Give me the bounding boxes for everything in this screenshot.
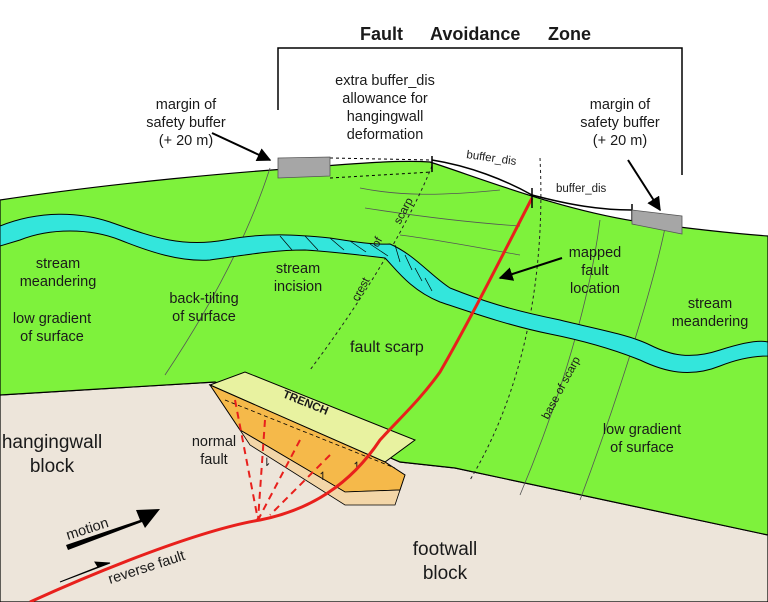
label-stream-meandering-left: stream meandering — [20, 256, 97, 290]
label-hangingwall-block: hangingwall block — [2, 432, 102, 477]
reverse-fault-line — [29, 197, 534, 602]
safety-buffer-left — [277, 156, 331, 179]
svg-text:margin of: margin of — [590, 97, 651, 113]
zone-bracket — [277, 47, 683, 175]
label-back-tilting: back-tilting of surface — [169, 291, 238, 325]
svg-text:hangingwall: hangingwall — [347, 109, 424, 125]
label-margin-left: margin of safety buffer (+ 20 m) — [146, 97, 226, 149]
label-fault-scarp: fault scarp — [350, 339, 424, 356]
extra-buffer-dashed-lower — [329, 171, 433, 179]
title-fault: Fault — [360, 24, 403, 44]
svg-text:mapped: mapped — [569, 245, 621, 261]
svg-text:(+ 20 m): (+ 20 m) — [159, 133, 213, 149]
surface-contours — [164, 167, 666, 501]
motion-arrow — [66, 509, 160, 550]
svg-text:location: location — [570, 281, 620, 297]
svg-text:hangingwall: hangingwall — [2, 432, 102, 453]
svg-text:meandering: meandering — [20, 274, 97, 290]
label-mapped-fault: mapped fault location — [569, 245, 621, 297]
label-stream-incision: stream incision — [274, 261, 322, 295]
label-footwall-block: footwall block — [413, 539, 477, 584]
incision-hatching — [279, 235, 433, 292]
svg-text:of surface: of surface — [610, 440, 674, 456]
svg-text:stream: stream — [688, 296, 732, 312]
svg-text:fault: fault — [581, 263, 608, 279]
svg-text:allowance for: allowance for — [342, 91, 428, 107]
svg-text:block: block — [423, 563, 468, 584]
extra-buffer-dashed — [329, 157, 433, 161]
svg-text:extra buffer_dis: extra buffer_dis — [335, 73, 435, 89]
svg-text:deformation: deformation — [347, 127, 424, 143]
svg-text:block: block — [30, 456, 75, 477]
arrow-mapped-fault — [498, 257, 563, 281]
svg-text:safety buffer: safety buffer — [580, 115, 660, 131]
arrow-margin-right — [627, 159, 661, 212]
slip-arrow-down: ⇂ — [262, 457, 272, 469]
svg-text:meandering: meandering — [672, 314, 749, 330]
reverse-fault-half-arrow — [59, 561, 111, 583]
svg-text:incision: incision — [274, 279, 322, 295]
safety-buffer-right — [631, 209, 683, 235]
svg-text:footwall: footwall — [413, 539, 477, 560]
svg-text:stream: stream — [36, 256, 80, 272]
label-low-gradient-left: low gradient of surface — [13, 311, 91, 345]
normal-faults — [234, 399, 331, 521]
svg-text:back-tilting: back-tilting — [169, 291, 238, 307]
label-margin-right: margin of safety buffer (+ 20 m) — [580, 97, 660, 149]
trench-contact — [224, 399, 396, 469]
svg-text:fault: fault — [200, 452, 227, 468]
label-low-gradient-right: low gradient of surface — [603, 422, 681, 456]
svg-text:(+ 20 m): (+ 20 m) — [593, 133, 647, 149]
arrow-margin-left — [211, 132, 272, 162]
svg-text:low gradient: low gradient — [603, 422, 681, 438]
label-stream-meandering-right: stream meandering — [672, 296, 749, 330]
svg-text:of surface: of surface — [20, 329, 84, 345]
label-buffer-dis-1: buffer_dis — [466, 149, 518, 168]
title-avoidance: Avoidance — [430, 24, 520, 44]
label-normal-fault: normal fault — [192, 434, 236, 468]
label-extra-buffer: extra buffer_dis allowance for hangingwa… — [335, 73, 435, 143]
svg-text:margin of: margin of — [156, 97, 217, 113]
label-buffer-dis-2: buffer_dis — [556, 183, 607, 195]
svg-text:safety buffer: safety buffer — [146, 115, 226, 131]
slip-arrow-up: ↿ — [318, 471, 328, 483]
svg-text:low gradient: low gradient — [13, 311, 91, 327]
title-zone: Zone — [548, 24, 591, 44]
trench-lower — [239, 429, 401, 506]
svg-text:normal: normal — [192, 434, 236, 450]
svg-text:stream: stream — [276, 261, 320, 277]
svg-text:of surface: of surface — [172, 309, 236, 325]
